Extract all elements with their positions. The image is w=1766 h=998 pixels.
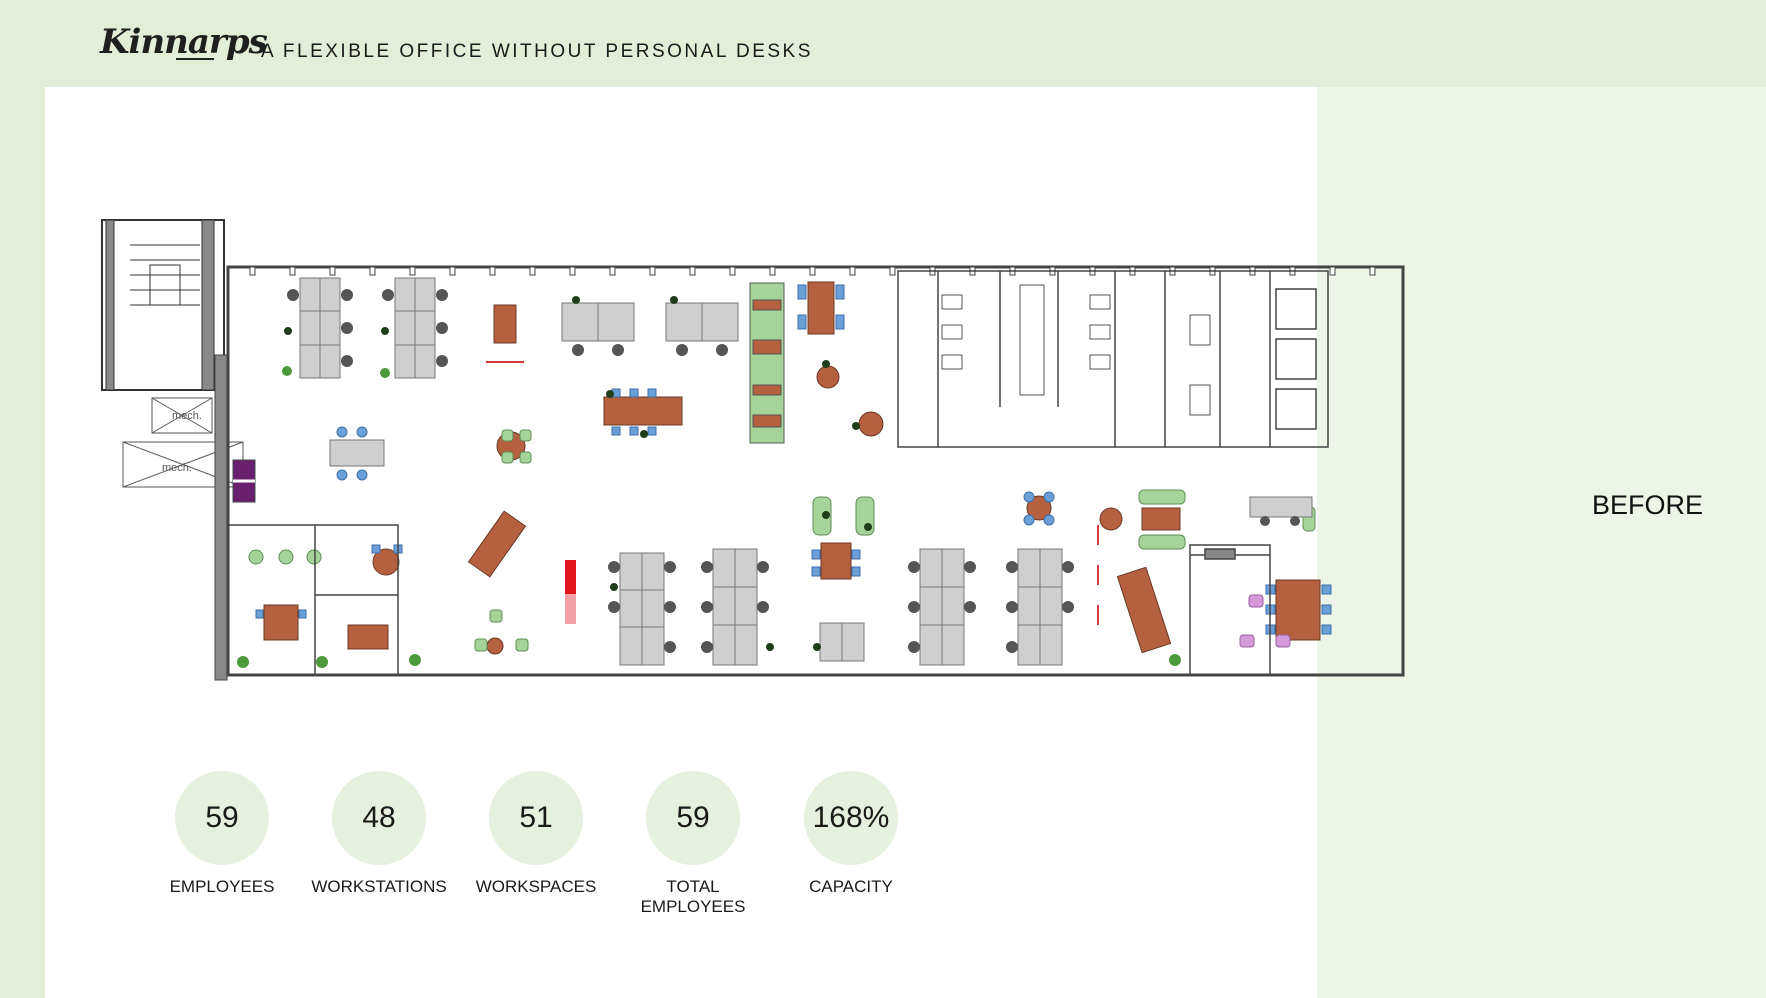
stat-workspaces: 51 WORKSPACES	[446, 771, 626, 897]
mech-room-label: mech.	[162, 462, 192, 474]
page-header: Kinnarps A FLEXIBLE OFFICE WITHOUT PERSO…	[0, 0, 1766, 87]
right-panel	[1317, 87, 1766, 998]
stairwell	[101, 219, 225, 391]
stat-capacity: 168% CAPACITY	[761, 771, 941, 897]
stat-label: EMPLOYEES	[169, 877, 275, 896]
kinnarps-logo: Kinnarps	[100, 22, 268, 62]
stat-employees: 59 EMPLOYEES	[132, 771, 312, 897]
stat-value: 48	[332, 771, 426, 865]
stat-workstations: 48 WORKSTATIONS	[289, 771, 469, 897]
desk-cluster-lower	[329, 439, 1313, 666]
page-tagline: A FLEXIBLE OFFICE WITHOUT PERSONAL DESKS	[261, 41, 813, 62]
stat-value: 51	[489, 771, 583, 865]
stat-value: 168%	[804, 771, 898, 865]
chairs-dark-lower	[608, 516, 1300, 653]
desk-cluster	[299, 277, 739, 379]
stat-value: 59	[646, 771, 740, 865]
red-accent	[486, 361, 1099, 625]
logo-underline	[176, 58, 214, 60]
stat-label: WORKSPACES	[475, 877, 597, 896]
meeting-tables	[263, 281, 1321, 654]
mech-room-label: mech.	[172, 410, 202, 422]
chairs-pink	[1239, 594, 1291, 648]
chairs-dark	[287, 289, 728, 367]
restroom-fixtures	[941, 284, 1211, 416]
interior-walls	[227, 270, 1329, 676]
stat-label: WORKSTATIONS	[311, 877, 447, 896]
office-floor-plan: mech. mech.	[101, 219, 1405, 681]
stat-label: CAPACITY	[809, 877, 893, 896]
storage-shelving	[749, 282, 785, 444]
stat-value: 59	[175, 771, 269, 865]
plants	[237, 366, 1181, 668]
people-markers	[284, 296, 872, 651]
stat-total-employees: 59 TOTAL EMPLOYEES	[603, 771, 783, 917]
before-label: BEFORE	[1592, 490, 1704, 520]
stat-label: TOTAL EMPLOYEES	[640, 877, 746, 916]
